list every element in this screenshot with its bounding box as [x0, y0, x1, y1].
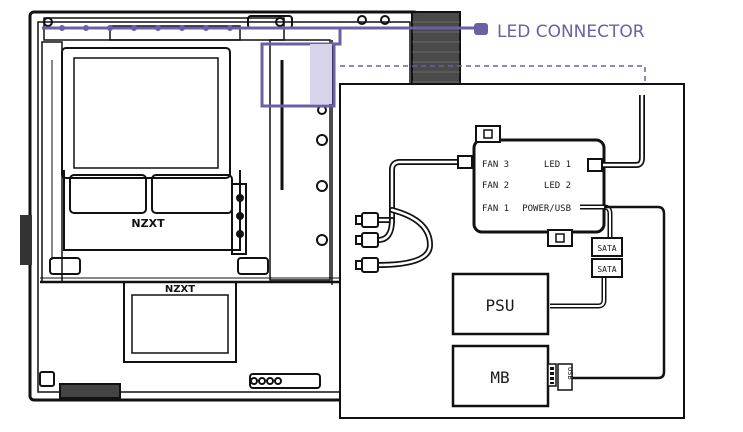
- port-led-1: LED 1: [544, 160, 571, 170]
- psu-box: [451, 272, 550, 336]
- mb-label: MB: [490, 368, 509, 387]
- port-power-usb: POWER/USB: [522, 204, 571, 214]
- port-fan-1: FAN 1: [482, 204, 509, 214]
- callout-dash-line: [340, 65, 646, 84]
- port-fan-3: FAN 3: [482, 160, 509, 170]
- fan-connector-icon: [457, 155, 473, 169]
- led-out-plug: [587, 158, 603, 172]
- sata-plug-2: [591, 258, 623, 278]
- psu-label: PSU: [486, 296, 515, 315]
- led-connector-highlight: [42, 26, 474, 108]
- callout-label: LED CONNECTOR: [497, 22, 645, 42]
- fan-cables: [375, 159, 465, 268]
- usb-header-icon: [547, 363, 573, 391]
- port-led-2: LED 2: [544, 181, 571, 191]
- case-brand-top: NZXT: [131, 217, 165, 230]
- sata-label-2: SATA: [597, 265, 616, 274]
- port-fan-2: FAN 2: [482, 181, 509, 191]
- usb-cable: [572, 205, 666, 380]
- led-strip-dots: [59, 25, 233, 31]
- led-plug-icon: [474, 23, 488, 35]
- led-connector-dotgrid: [310, 44, 332, 104]
- sata-label-1: SATA: [597, 244, 616, 253]
- case-brand-bottom: NZXT: [165, 284, 195, 295]
- fan-plugs: [355, 212, 379, 273]
- sata-plug-icon: [591, 237, 623, 257]
- mb-box: [451, 344, 550, 408]
- usb-label: USB: [566, 367, 574, 380]
- led-cable: [600, 95, 645, 168]
- controller-hub: [472, 125, 606, 247]
